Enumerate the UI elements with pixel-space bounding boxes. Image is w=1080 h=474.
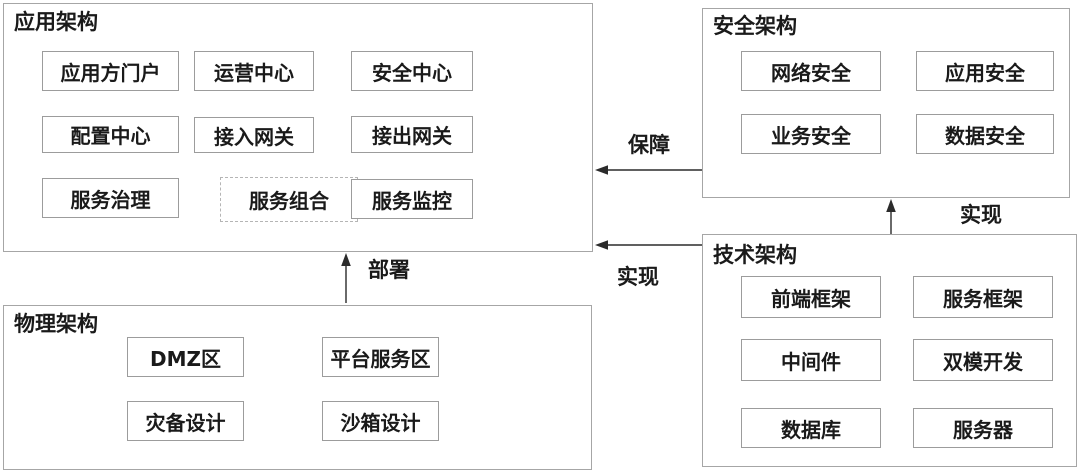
node-service-monitoring: 服务监控	[351, 179, 473, 219]
node-disaster-recovery-design: 灾备设计	[127, 401, 244, 441]
node-network-security: 网络安全	[741, 51, 881, 91]
node-business-security: 业务安全	[741, 114, 881, 154]
node-app-portal: 应用方门户	[42, 51, 179, 91]
node-dual-mode-dev: 双模开发	[913, 339, 1053, 381]
arrow-realize-security-head	[886, 199, 896, 212]
node-service-governance: 服务治理	[42, 178, 179, 218]
panel-application-architecture: 应用架构 应用方门户 运营中心 安全中心 配置中心 接入网关 接出网关 服务治理…	[3, 3, 593, 252]
arrow-deploy-head	[341, 253, 351, 266]
label-realize-app: 实现	[617, 265, 659, 289]
panel-title-technology: 技术架构	[713, 243, 797, 267]
arrow-guarantee-head	[595, 165, 608, 175]
node-service-composition: 服务组合	[220, 177, 358, 222]
node-frontend-framework: 前端框架	[741, 276, 881, 318]
node-sandbox-design: 沙箱设计	[322, 401, 439, 441]
node-data-security: 数据安全	[916, 114, 1054, 154]
node-database: 数据库	[741, 408, 881, 448]
node-outbound-gateway: 接出网关	[351, 116, 473, 153]
label-realize-security: 实现	[960, 203, 1002, 227]
node-application-security: 应用安全	[916, 51, 1054, 91]
node-inbound-gateway: 接入网关	[194, 117, 314, 153]
node-server: 服务器	[913, 408, 1053, 448]
node-middleware: 中间件	[741, 339, 881, 381]
arrow-realize-app-head	[595, 240, 608, 250]
node-platform-service-zone: 平台服务区	[322, 337, 439, 377]
panel-title-security: 安全架构	[713, 14, 797, 38]
panel-physical-architecture: 物理架构 DMZ区 平台服务区 灾备设计 沙箱设计	[3, 305, 592, 470]
node-operation-center: 运营中心	[194, 51, 314, 91]
panel-title-physical: 物理架构	[14, 312, 98, 336]
panel-technology-architecture: 技术架构 前端框架 服务框架 中间件 双模开发 数据库 服务器	[702, 234, 1077, 467]
node-dmz-zone: DMZ区	[127, 337, 244, 377]
label-guarantee: 保障	[628, 133, 670, 157]
label-deploy: 部署	[368, 258, 410, 282]
node-config-center: 配置中心	[42, 116, 179, 153]
node-security-center: 安全中心	[351, 51, 473, 91]
panel-title-application: 应用架构	[14, 10, 98, 34]
node-service-framework: 服务框架	[913, 276, 1053, 318]
panel-security-architecture: 安全架构 网络安全 应用安全 业务安全 数据安全	[702, 8, 1070, 198]
